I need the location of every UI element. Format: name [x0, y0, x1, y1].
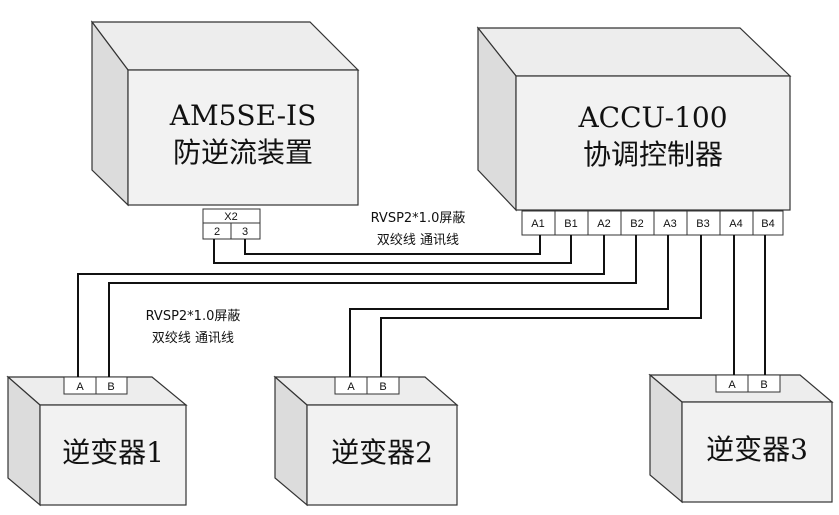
inverter-3-terminal-b-label: B	[760, 379, 767, 391]
am5se-terminal-block: X2 2 3	[202, 208, 261, 240]
inverter-1-terminal-a-label: A	[76, 381, 84, 393]
accu-terminal-strip: A1 B1 A2 B2 A3 B3 A4 B4	[521, 210, 784, 236]
cable-label-lower-line2: 双绞线 通讯线	[152, 330, 234, 346]
wires	[77, 235, 766, 377]
accu-terminal-b2-label: B2	[630, 218, 643, 230]
accu-terminal-a1-label: A1	[531, 218, 544, 230]
accu-terminal-a2-label: A2	[597, 218, 610, 230]
cable-label-upper-line1: RVSP2*1.0屏蔽	[371, 211, 466, 226]
inverter-3-name-label: 逆变器3	[706, 433, 808, 466]
wire-x2-3-to-a1	[244, 235, 541, 255]
inverter-2-terminal-a-label: A	[347, 381, 355, 393]
x2-terminal-3-label: 3	[242, 226, 248, 238]
am5se-device: AM5SE-IS 防逆流装置	[90, 20, 360, 207]
accu-terminal-b1-label: B1	[564, 218, 577, 230]
inverter-1-name-label: 逆变器1	[62, 436, 164, 469]
inverter-1-terminal-b-label: B	[107, 381, 114, 393]
wire-b3-to-inverter-2-b	[380, 235, 702, 377]
inverter-2-device: 逆变器2 A B	[273, 375, 459, 507]
wire-x2-2-to-b1	[213, 235, 572, 264]
cable-label-upper-line2: 双绞线 通讯线	[377, 232, 459, 248]
accu-terminal-a4-label: A4	[729, 218, 742, 230]
accu-terminal-a2	[587, 210, 622, 236]
wire-a2-to-inverter-1-a	[77, 235, 605, 377]
inverter-1-terminal-b	[95, 376, 128, 395]
inverter-2-terminal-b	[366, 376, 400, 395]
accu-device: ACCU-100 协调控制器	[476, 26, 792, 212]
am5se-front-face	[127, 69, 359, 206]
inverter-1-front-face	[39, 404, 187, 506]
wire-b2-to-inverter-1-b	[108, 235, 637, 377]
accu-terminal-b1	[554, 210, 589, 236]
accu-terminal-a3	[653, 210, 688, 236]
wire-a3-to-inverter-2-a	[349, 235, 669, 377]
am5se-model-label: AM5SE-IS	[169, 99, 317, 132]
inverter-2-name-label: 逆变器2	[331, 436, 433, 469]
cable-label-upper: RVSP2*1.0屏蔽 双绞线 通讯线	[371, 211, 466, 248]
accu-top-face	[476, 27, 792, 77]
accu-model-label: ACCU-100	[577, 101, 727, 134]
accu-terminal-a1	[521, 210, 556, 236]
inverter-2-terminal-b-label: B	[379, 381, 386, 393]
accu-terminal-a4	[719, 210, 754, 236]
accu-name-label: 协调控制器	[583, 138, 723, 171]
accu-terminal-b3-label: B3	[696, 218, 709, 230]
inverter-1-device: 逆变器1 A B	[6, 375, 188, 507]
cable-label-lower: RVSP2*1.0屏蔽 双绞线 通讯线	[146, 309, 241, 346]
inverter-3-front-face	[681, 401, 833, 503]
accu-terminal-b2	[620, 210, 655, 236]
am5se-name-label: 防逆流装置	[173, 136, 313, 169]
accu-terminal-a3-label: A3	[663, 218, 676, 230]
inverter-2-front-face	[306, 404, 458, 506]
accu-terminal-b4-label: B4	[761, 218, 774, 230]
inverter-3-terminal-a-label: A	[728, 379, 736, 391]
accu-front-face	[515, 75, 791, 211]
x2-terminal-2-label: 2	[214, 226, 220, 238]
accu-terminal-b3	[686, 210, 721, 236]
x2-header-label: X2	[224, 211, 237, 223]
inverter-3-device: 逆变器3 A B	[648, 373, 834, 504]
accu-terminal-b4	[752, 210, 784, 236]
cable-label-lower-line1: RVSP2*1.0屏蔽	[146, 309, 241, 324]
am5se-top-face	[90, 21, 360, 71]
